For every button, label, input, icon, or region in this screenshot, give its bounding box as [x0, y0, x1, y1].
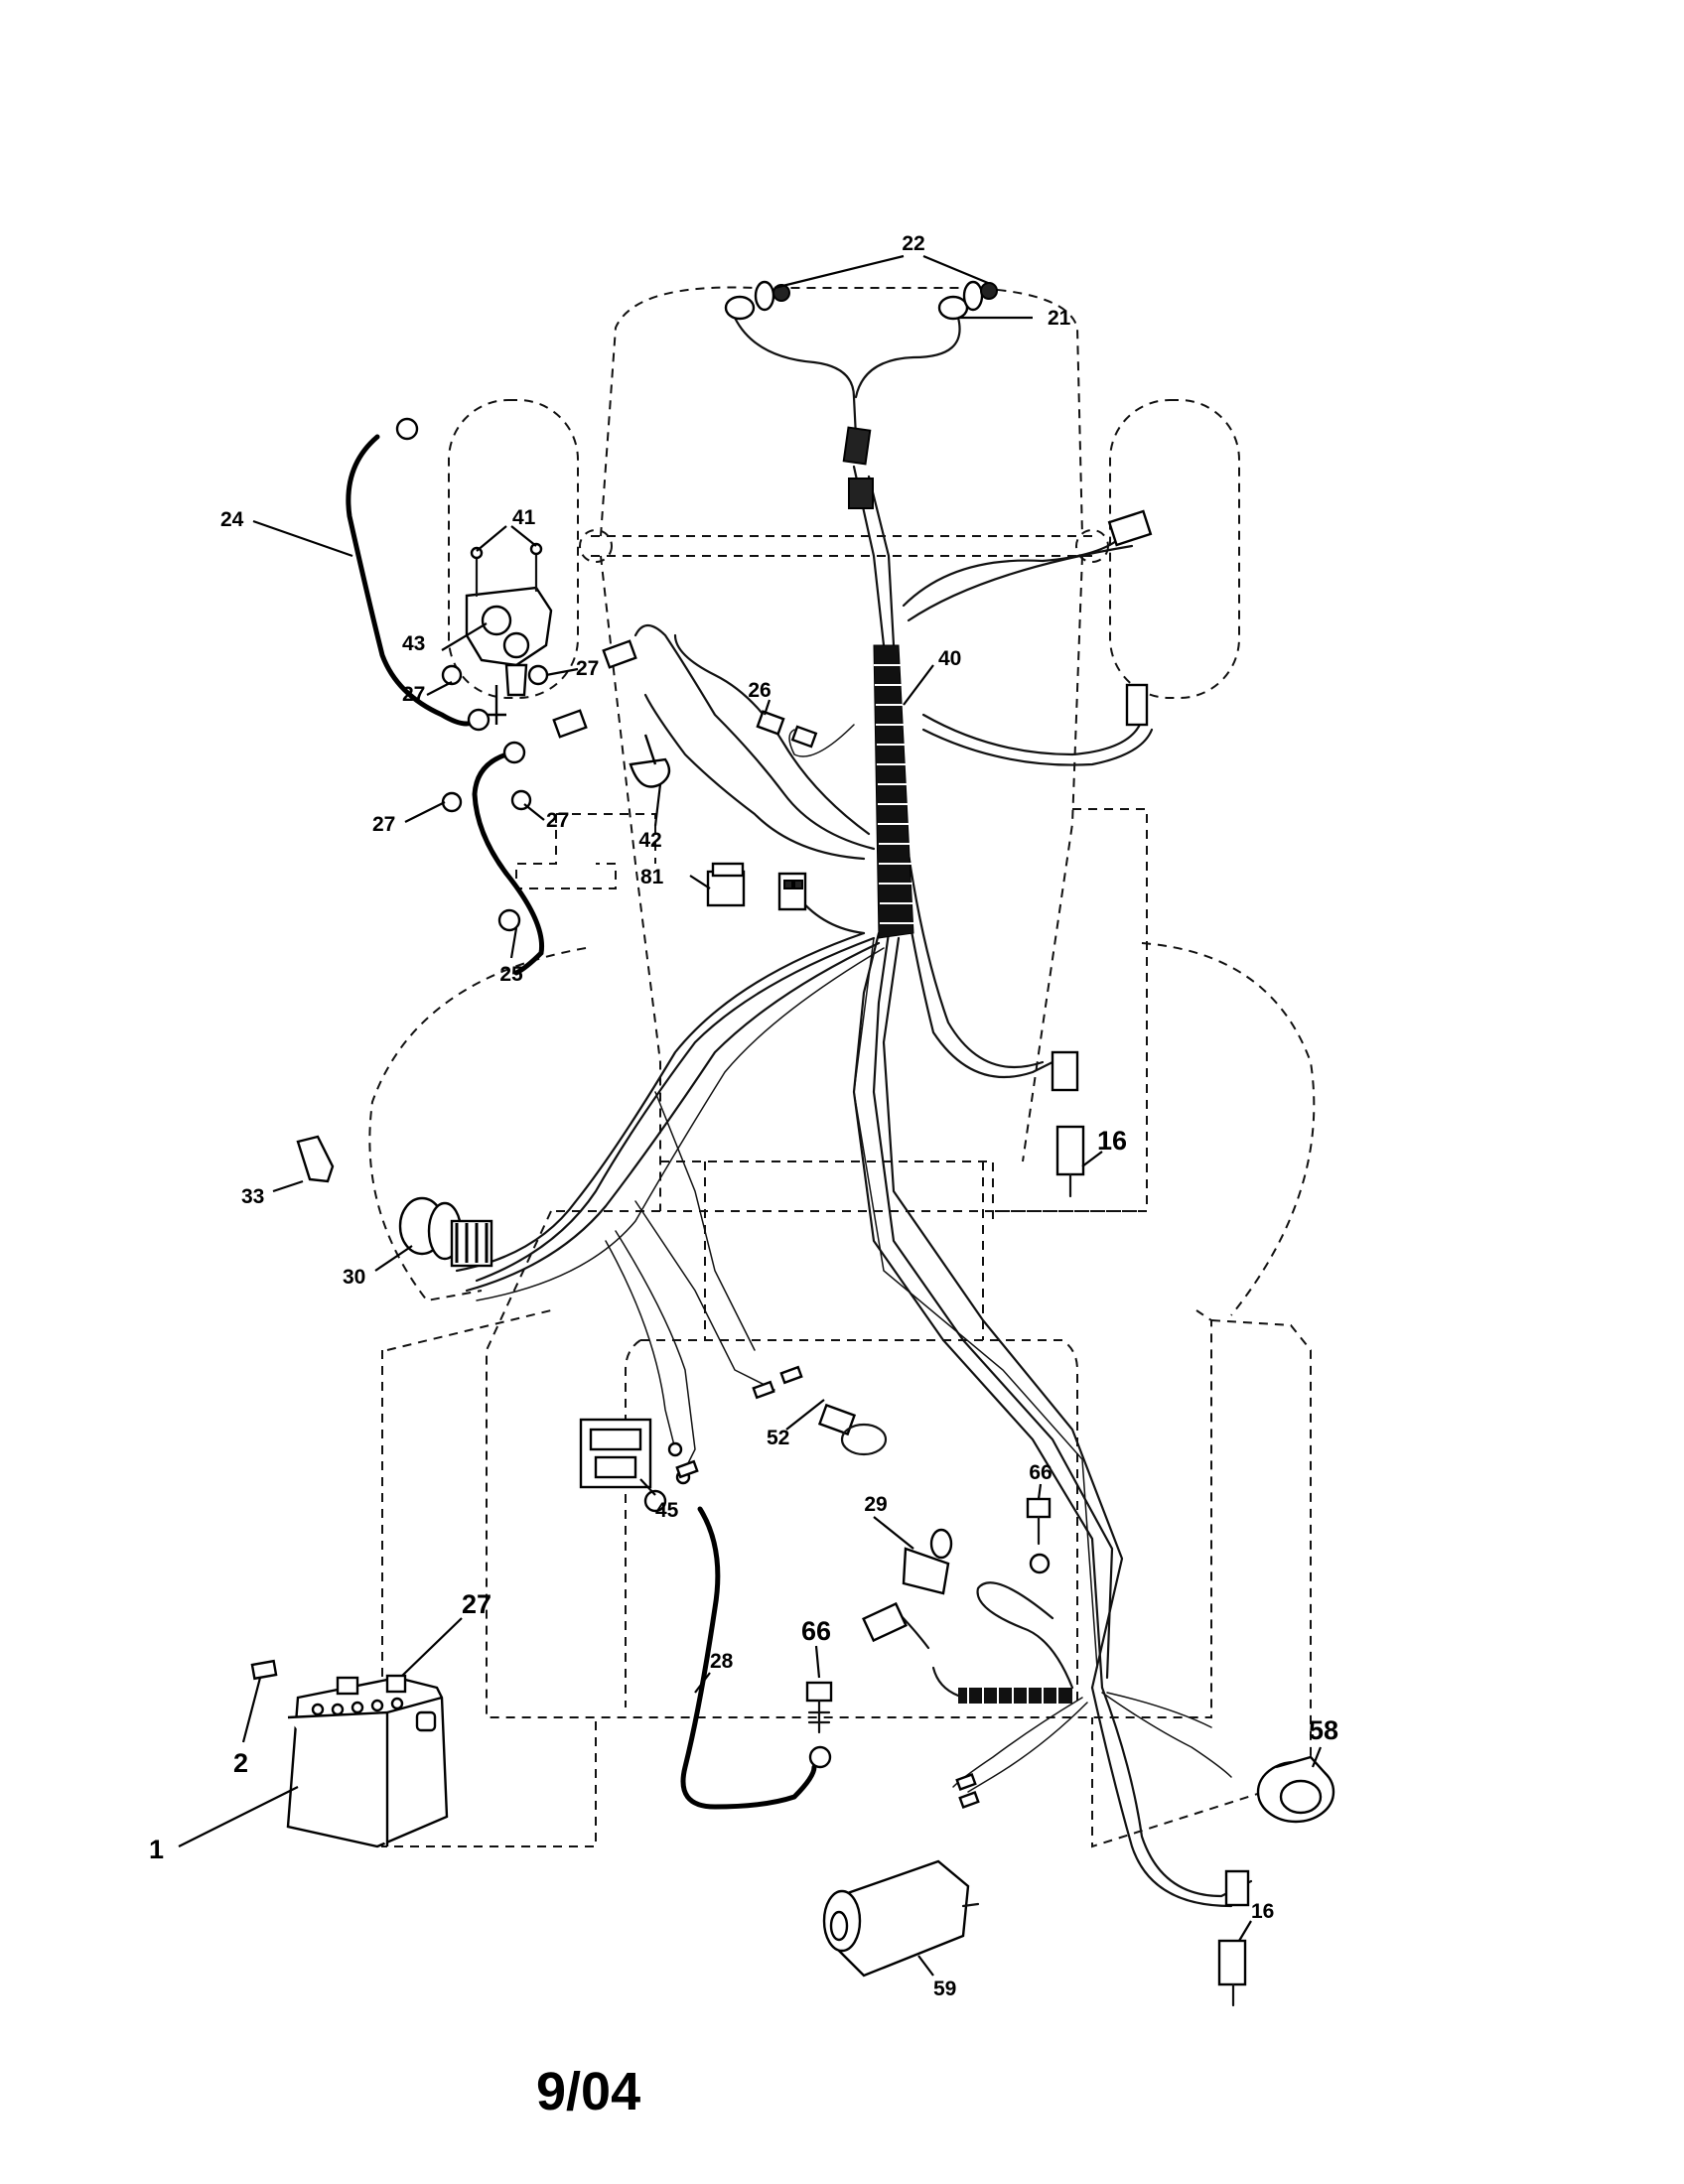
battery-cables	[346, 434, 817, 1810]
callout-26: 26	[748, 679, 771, 702]
connector-16-upper	[1051, 1050, 1085, 1198]
callout-27-b: 27	[402, 683, 425, 706]
relay	[706, 862, 807, 911]
callout-1: 1	[149, 1835, 164, 1864]
callout-59: 59	[933, 1978, 956, 2000]
callout-21: 21	[1048, 307, 1071, 330]
headlight-left	[724, 280, 790, 321]
callout-33: 33	[241, 1185, 264, 1208]
callout-27-e: 27	[462, 1589, 491, 1619]
component-33	[296, 1135, 335, 1183]
callout-40: 40	[938, 647, 961, 670]
spade-terminals	[675, 1365, 980, 1809]
callout-42: 42	[638, 829, 661, 852]
callout-30: 30	[343, 1266, 365, 1289]
ring-terminal-28	[643, 1489, 832, 1769]
screw-66-lower	[805, 1681, 833, 1734]
callout-58: 58	[1309, 1715, 1338, 1745]
callout-28: 28	[710, 1650, 734, 1673]
callout-81: 81	[640, 866, 664, 888]
screw-66-right	[1026, 1497, 1052, 1574]
callout-43: 43	[402, 632, 425, 655]
connector-upper-right	[1107, 509, 1153, 727]
hour-meter	[579, 1418, 691, 1489]
callout-24: 24	[220, 508, 244, 531]
callout-29: 29	[864, 1493, 887, 1516]
callout-25: 25	[499, 963, 523, 986]
ignition-switch	[398, 1196, 493, 1268]
callout-41: 41	[512, 506, 536, 529]
callout-52: 52	[767, 1427, 789, 1449]
ignition-coil-59	[822, 1859, 980, 1978]
solenoid	[441, 542, 553, 813]
callout-27-c: 27	[372, 813, 395, 836]
date-code: 9/04	[536, 2062, 640, 2121]
callout-16-lower: 16	[1251, 1900, 1274, 1923]
callout-27-a: 27	[576, 657, 599, 680]
battery	[250, 1659, 449, 1848]
fuse-holder	[552, 639, 671, 788]
plug-52	[817, 1403, 888, 1456]
callout-66-right: 66	[1029, 1461, 1052, 1484]
callout-16-upper: 16	[1097, 1126, 1127, 1156]
wire-bundle	[455, 316, 1253, 1908]
pto-clutch-58	[1256, 1755, 1335, 1824]
callout-22: 22	[902, 232, 924, 255]
callout-27-d: 27	[546, 809, 569, 832]
callout-66-lower: 66	[801, 1616, 831, 1646]
callout-45: 45	[655, 1499, 679, 1522]
switch-29	[862, 1528, 953, 1643]
connector-26	[756, 710, 818, 749]
ring-terminal-24	[395, 417, 526, 932]
tractor-outline	[368, 286, 1316, 1848]
headlight-connector	[842, 426, 874, 509]
callout-labels: 22 21 24 41 43 27 27 40 26 27 27 42 81 2…	[149, 232, 1338, 2000]
headlight-right	[937, 280, 998, 321]
harness-conduit	[873, 644, 914, 939]
callout-2: 2	[233, 1748, 248, 1778]
leader-lines	[178, 254, 1323, 1977]
coil-cord	[931, 1666, 1072, 1704]
connector-16-lower	[1217, 1869, 1250, 2007]
